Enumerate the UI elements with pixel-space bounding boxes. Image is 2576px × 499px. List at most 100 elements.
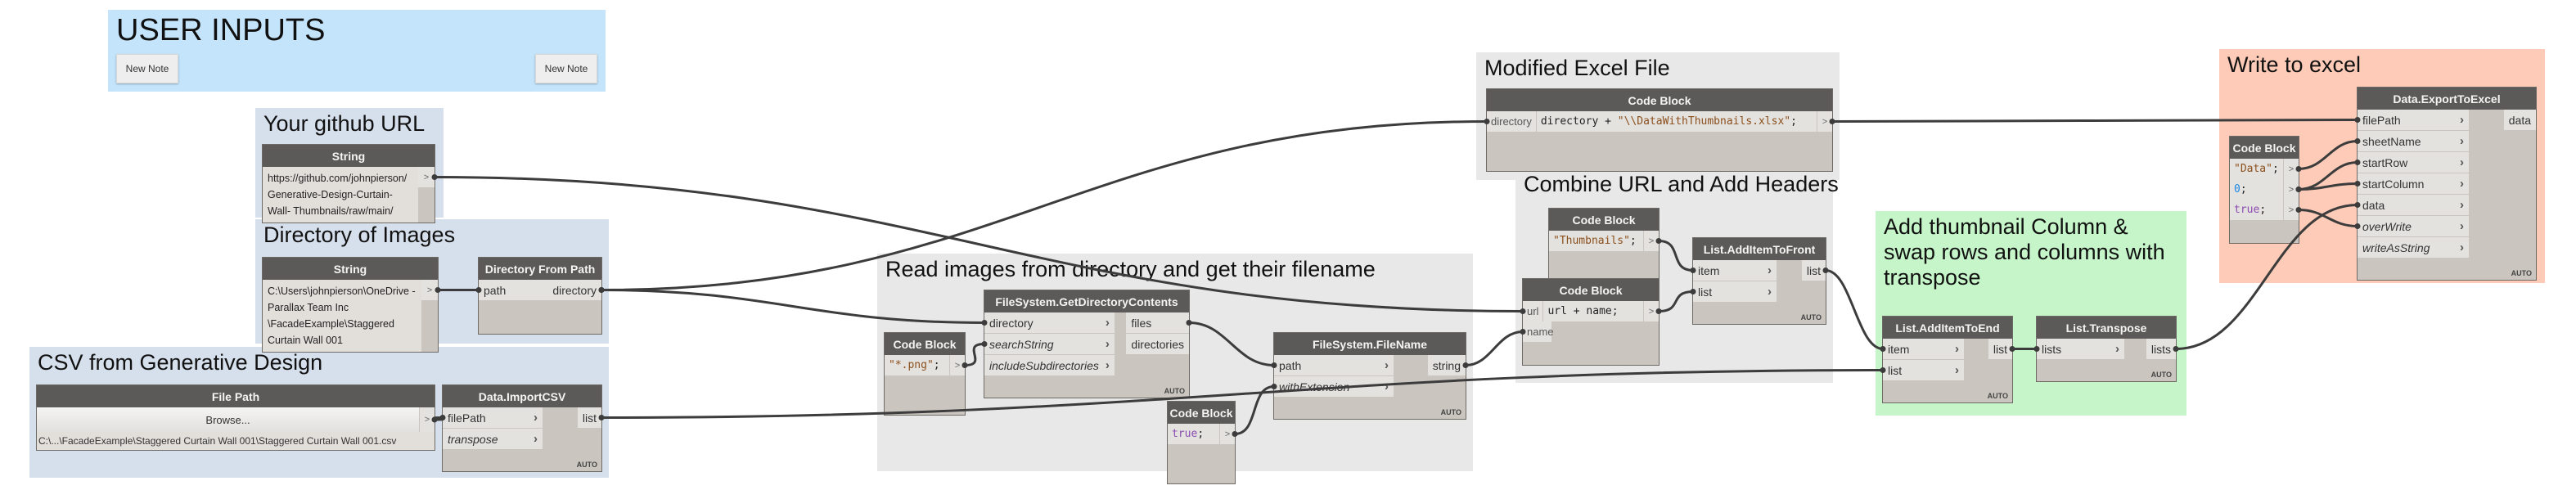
input-port-startRow[interactable]: startRow› [2358, 152, 2469, 173]
output-port[interactable]: > [2283, 179, 2299, 200]
output-port-string[interactable]: string [1427, 355, 1466, 375]
input-port-name[interactable]: name [1523, 321, 1554, 342]
port-label: filePath [2362, 113, 2401, 127]
inputs: path [479, 280, 548, 301]
port-rows: path directory [479, 280, 601, 301]
input-port-item[interactable]: item› [1693, 260, 1777, 281]
port-label: path [484, 283, 507, 297]
input-port-list[interactable]: list› [1693, 281, 1777, 302]
output-port-data[interactable]: data [2503, 110, 2536, 130]
code-token: true [1172, 428, 1198, 440]
code-text[interactable]: "Data"; [2230, 159, 2283, 179]
input-port-filePath[interactable]: filePath› [2358, 110, 2469, 130]
input-port-includeSubdirectories[interactable]: includeSubdirectories› [984, 355, 1115, 375]
code-text[interactable]: "*.png"; [885, 355, 949, 375]
code-text[interactable]: 0; [2230, 179, 2283, 200]
input-port-list[interactable]: list› [1883, 360, 1964, 380]
output-port[interactable]: > [2283, 200, 2299, 220]
wire-add_front-to-add_end[interactable] [1825, 269, 1884, 350]
output-port[interactable]: > [1643, 301, 1659, 321]
input-port-writeAsString[interactable]: writeAsString› [2358, 237, 2469, 258]
output-port-directories[interactable]: directories [1126, 334, 1189, 354]
port-label: filePath [448, 411, 486, 425]
code-text[interactable]: directory + "\\DataWithThumbnails.xlsx"; [1536, 111, 1817, 132]
output-port[interactable]: > [421, 280, 438, 300]
input-port-transpose[interactable]: transpose› [443, 429, 543, 449]
output-port[interactable]: > [1219, 424, 1235, 444]
output-port-list[interactable]: list [1801, 260, 1826, 281]
outputs: list [577, 407, 601, 450]
input-port-path[interactable]: path [479, 280, 548, 300]
output-port-list[interactable]: list [577, 407, 601, 428]
port-rows: filePath›transpose› list [443, 407, 601, 450]
code-token: true [2234, 204, 2260, 216]
input-port-sheetName[interactable]: sheetName› [2358, 131, 2469, 151]
input-port-item[interactable]: item› [1883, 339, 1964, 359]
port-label: withExtension [1279, 380, 1350, 393]
output-port[interactable]: > [1643, 231, 1659, 251]
node-cb-data[interactable]: Code Block"Data";>0;>true;> [2229, 136, 2299, 244]
code-text[interactable] [1552, 321, 1659, 342]
string-value-input[interactable]: C:\Users\johnpierson\OneDrive - Parallax… [263, 280, 421, 352]
new-note-button[interactable]: New Note [116, 54, 178, 83]
outputs: lists [2146, 339, 2176, 360]
code-line: name [1523, 321, 1659, 342]
new-note-button[interactable]: New Note [535, 54, 597, 83]
output-port[interactable]: > [2283, 159, 2299, 179]
node-body-padding [1487, 132, 1832, 171]
string-value-input[interactable]: https://github.com/johnpierson/ Generati… [263, 167, 418, 223]
code-token: 0 [2234, 183, 2240, 196]
input-port-startColumn[interactable]: startColumn› [2358, 173, 2469, 194]
input-port-withExtension[interactable]: withExtension› [1274, 376, 1394, 397]
code-line: 0;> [2230, 179, 2299, 200]
inputs: lists› [2037, 339, 2124, 360]
code-text[interactable]: true; [1168, 424, 1219, 444]
output-port[interactable]: > [419, 407, 435, 432]
chevron-right-icon: › [1385, 358, 1389, 372]
output-port[interactable]: > [418, 167, 435, 187]
input-port-searchString[interactable]: searchString› [984, 334, 1115, 354]
input-port-overWrite[interactable]: overWrite› [2358, 216, 2469, 236]
output-port-list[interactable]: list [1988, 339, 2012, 359]
node-title: Code Block [885, 333, 965, 355]
port-label: transpose [448, 432, 498, 446]
group-title: Combine URL and Add Headers [1524, 172, 1839, 196]
input-port-path[interactable]: path› [1274, 355, 1394, 375]
input-port-lists[interactable]: lists› [2037, 339, 2124, 359]
input-port-url[interactable]: url [1523, 301, 1544, 321]
output-port-files[interactable]: files [1126, 312, 1189, 333]
output-port-lists[interactable]: lists [2146, 339, 2176, 359]
output-port-directory[interactable]: directory [547, 280, 601, 300]
code-token: ; [1197, 428, 1205, 440]
input-port-filePath[interactable]: filePath› [443, 407, 543, 428]
code-text[interactable]: url + name; [1543, 301, 1643, 321]
node-cb-png[interactable]: Code Block"*.png";> [884, 332, 966, 416]
input-port-directory[interactable]: directory› [984, 312, 1115, 333]
group-user[interactable]: USER INPUTS [108, 10, 606, 92]
code-text[interactable]: true; [2230, 200, 2283, 220]
browse-button[interactable]: Browse... [37, 407, 419, 432]
output-port[interactable]: > [949, 355, 965, 375]
output-port[interactable]: > [1817, 111, 1832, 132]
node-cb-thumb[interactable]: Code Block"Thumbnails";> [1548, 208, 1660, 291]
wire-file_name-to-cb_urlname[interactable] [1465, 330, 1524, 366]
input-port-directory[interactable]: directory [1487, 111, 1537, 132]
code-text[interactable]: "Thumbnails"; [1549, 231, 1643, 251]
node-body-padding [1274, 398, 1466, 419]
input-port-data[interactable]: data› [2358, 195, 2469, 215]
